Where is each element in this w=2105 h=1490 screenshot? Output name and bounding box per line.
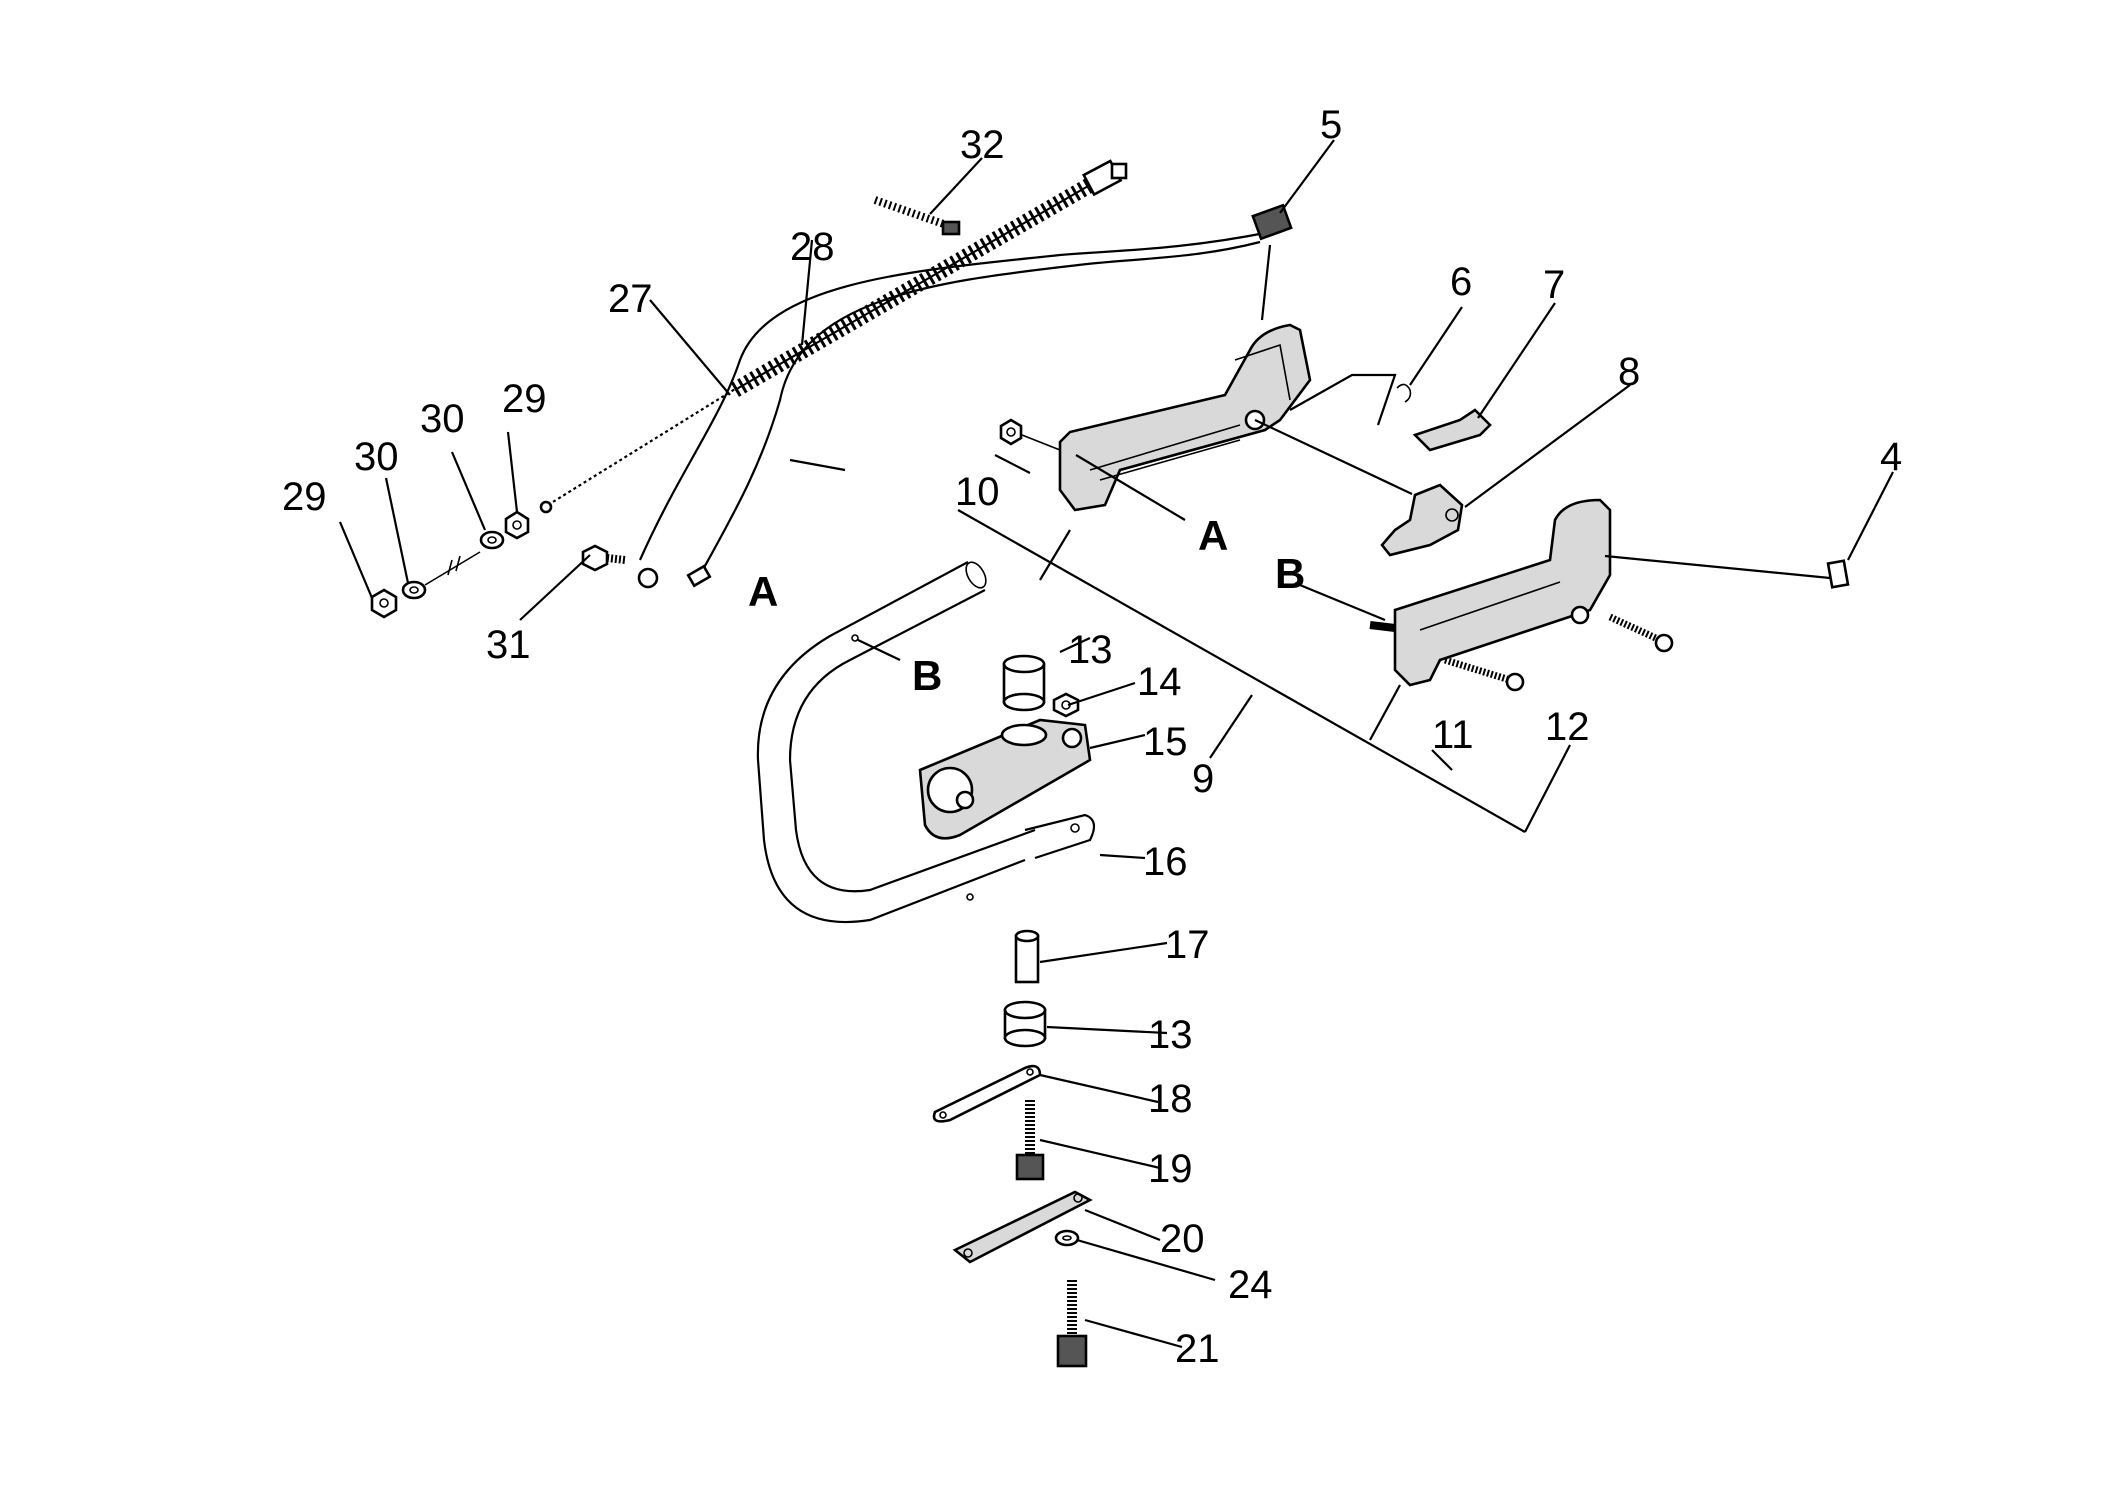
callout-21: 21 bbox=[1175, 1327, 1220, 1371]
callout-20: 20 bbox=[1160, 1217, 1205, 1261]
reference-letters: A B A B bbox=[748, 512, 1305, 699]
handle-half-B bbox=[1369, 498, 1612, 687]
callout-29b: 29 bbox=[502, 377, 547, 421]
callout-15: 15 bbox=[1143, 720, 1188, 764]
callout-32: 32 bbox=[960, 123, 1005, 167]
callout-10: 10 bbox=[955, 470, 1000, 514]
ref-a-handle: A bbox=[1198, 512, 1228, 559]
callout-17: 17 bbox=[1165, 923, 1210, 967]
handle-half-A bbox=[1058, 323, 1312, 512]
screw-12 bbox=[1608, 613, 1674, 653]
ref-b-bar: B bbox=[912, 652, 942, 699]
callout-29a: 29 bbox=[282, 475, 327, 519]
bracket-16 bbox=[1024, 813, 1096, 860]
clamp-15 bbox=[918, 718, 1092, 840]
bar-handle bbox=[756, 561, 1036, 924]
callout-31: 31 bbox=[486, 623, 531, 667]
callout-18: 18 bbox=[1148, 1077, 1193, 1121]
nut-14 bbox=[1052, 692, 1080, 718]
nut-29b bbox=[504, 510, 530, 540]
spring-6 bbox=[1396, 383, 1412, 403]
bushing-13a bbox=[1002, 654, 1046, 712]
callout-19: 19 bbox=[1148, 1147, 1193, 1191]
sleeve-17 bbox=[1014, 929, 1040, 984]
trigger-8 bbox=[1380, 483, 1464, 557]
washer-30a bbox=[401, 580, 427, 600]
leader-lines bbox=[338, 139, 1894, 1349]
callout-14: 14 bbox=[1137, 660, 1182, 704]
callout-4: 4 bbox=[1880, 435, 1902, 479]
callout-30a: 30 bbox=[354, 435, 399, 479]
cable-tie-32 bbox=[873, 196, 961, 236]
washer-24 bbox=[1054, 1229, 1080, 1247]
nut-10 bbox=[999, 418, 1023, 446]
cable-conduit-28 bbox=[730, 159, 1128, 397]
label-4 bbox=[1826, 559, 1850, 589]
callout-27: 27 bbox=[608, 277, 653, 321]
bracket-20 bbox=[952, 1190, 1093, 1264]
lockout-7 bbox=[1412, 408, 1492, 452]
callout-13b: 13 bbox=[1148, 1013, 1193, 1057]
callout-12: 12 bbox=[1545, 705, 1590, 749]
callout-6: 6 bbox=[1450, 260, 1472, 304]
bolt-19 bbox=[1015, 1100, 1045, 1181]
bushing-13b bbox=[1003, 1000, 1047, 1048]
callout-30b: 30 bbox=[420, 397, 465, 441]
nut-29a bbox=[370, 588, 398, 619]
washer-30b bbox=[479, 530, 505, 550]
ref-b-handle: B bbox=[1275, 550, 1305, 597]
callout-8: 8 bbox=[1618, 350, 1640, 394]
ref-a-bar: A bbox=[748, 568, 778, 615]
bolt-31 bbox=[581, 544, 626, 572]
bolt-21 bbox=[1056, 1280, 1088, 1368]
screw-11 bbox=[1443, 656, 1525, 692]
callout-13a: 13 bbox=[1068, 628, 1113, 672]
plate-18 bbox=[932, 1064, 1042, 1123]
callout-16: 16 bbox=[1143, 840, 1188, 884]
callout-28: 28 bbox=[790, 225, 835, 269]
callout-labels: 4 5 6 7 8 9 10 11 12 13 14 15 16 17 13 1… bbox=[282, 103, 1902, 1371]
callout-11: 11 bbox=[1432, 713, 1474, 757]
throttle-cable-27 bbox=[539, 388, 736, 514]
callout-9: 9 bbox=[1192, 757, 1214, 801]
callout-24: 24 bbox=[1228, 1263, 1273, 1307]
callout-7: 7 bbox=[1543, 263, 1565, 307]
stop-wire-5 bbox=[637, 203, 1293, 589]
callout-5: 5 bbox=[1320, 103, 1342, 147]
